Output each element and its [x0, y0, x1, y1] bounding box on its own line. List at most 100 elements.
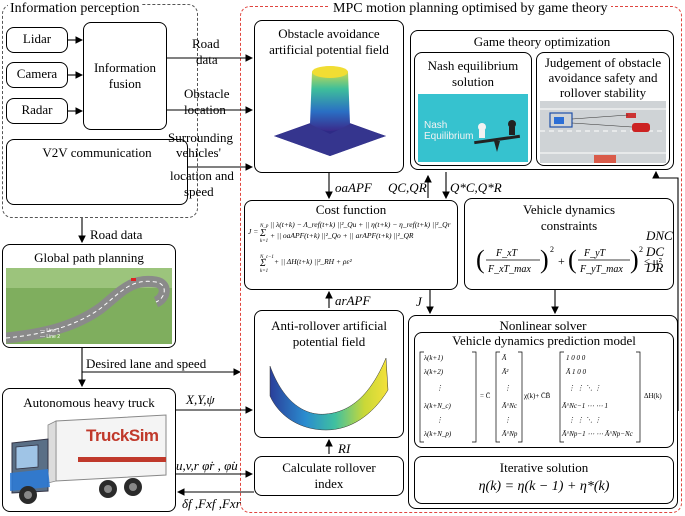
svg-text:— Line 1: — Line 1: [40, 328, 60, 334]
svg-text:— Line 2: — Line 2: [40, 334, 60, 340]
edge-delta-forces: δf ,Fxf ,Fxr: [182, 496, 241, 511]
edge-road-data-line1: Road: [192, 36, 220, 51]
nash-equilibrium-line1: Nash equilibrium: [427, 58, 519, 73]
edge-x-y-psi: X,Y,ψ: [186, 392, 215, 407]
cost-function-box: [244, 200, 458, 290]
svg-text:k=1: k=1: [260, 239, 268, 244]
anti-rollover-apf-line2: potential field: [292, 334, 366, 349]
radar-label: Radar: [21, 102, 53, 117]
svg-text:≤ μ²: ≤ μ²: [644, 256, 663, 268]
svg-text:+ || oaAPF(t+k) ||²_Qo + || a: + || oaAPF(t+k) ||²_Qo + || arAPF(t+k) |…: [270, 231, 414, 240]
svg-text:λ(k+N_c): λ(k+N_c): [423, 402, 451, 410]
svg-text:(: (: [476, 245, 485, 274]
anti-rollover-apf-line1: Anti-rollover artificial: [271, 318, 387, 333]
edge-arapf: arAPF: [335, 293, 371, 308]
svg-text:): ): [540, 245, 549, 274]
lidar-box: [6, 27, 68, 53]
svg-text:ΔH(k): ΔH(k): [644, 392, 662, 400]
svg-text:⋮: ⋮: [504, 416, 511, 424]
svg-text:Ā 1 0 0: Ā 1 0 0: [565, 368, 587, 376]
iterative-solution-box: [414, 456, 674, 504]
edge-j: J: [416, 294, 422, 309]
vehicle-dynamics-constraints-line1: Vehicle dynamics: [522, 202, 616, 217]
edge-qc-qr: QC,QR: [388, 180, 427, 195]
information-fusion-line2: fusion: [108, 76, 142, 91]
svg-text:(: (: [568, 245, 577, 274]
information-perception-title: Information perception: [8, 1, 142, 16]
svg-text:= C̄: = C̄: [480, 392, 491, 400]
svg-text:⋮ ⋮ ⋱ ⋮: ⋮ ⋮ ⋱ ⋮: [568, 384, 601, 392]
svg-text:F_yT_max: F_yT_max: [579, 264, 623, 275]
obstacle-potential-field-plot: [274, 66, 386, 156]
obstacle-avoidance-apf-line2: artificial potential field: [269, 42, 389, 57]
calculate-rollover-index-box: [254, 456, 404, 496]
edge-qstar: Q*C,Q*R: [450, 180, 502, 195]
edge-ri: RI: [338, 441, 351, 456]
autonomous-heavy-truck-title: Autonomous heavy truck: [23, 395, 155, 410]
svg-text:Ā^Nc: Ā^Nc: [501, 402, 518, 410]
svg-text:Ā²: Ā²: [501, 368, 509, 376]
svg-text:+ || ΔH(t+k) ||²_RH + ρε: + || ΔH(t+k) ||²_RH + ρε²: [274, 257, 352, 266]
vehicle-dynamics-prediction-model-title: Vehicle dynamics prediction model: [452, 333, 636, 348]
information-fusion-line1: Information: [93, 60, 157, 75]
svg-text:k=1: k=1: [260, 269, 268, 274]
edge-oaapf: oaAPF: [335, 180, 372, 195]
svg-text:+: +: [558, 254, 565, 268]
edge-road-data-2: Road data: [90, 227, 143, 242]
svg-text:⋮: ⋮: [436, 416, 443, 424]
cost-function-title: Cost function: [315, 202, 387, 217]
svg-text:Ā: Ā: [501, 354, 507, 362]
svg-text:λ(k+2): λ(k+2): [423, 368, 444, 376]
edge-surrounding-line4: speed: [184, 184, 214, 199]
svg-text:χ(k)+ C̄B̄: χ(k)+ C̄B̄: [524, 392, 551, 400]
svg-text:|| λ(t+k) − Λ_ref(t+k) ||²_Qu: || λ(t+k) − Λ_ref(t+k) ||²_Qu + || η(t+k…: [270, 220, 451, 229]
edge-dc: DC: [646, 244, 665, 259]
edge-obstacle-location-line1: Obstacle: [184, 86, 230, 101]
information-fusion-box: [83, 22, 167, 130]
svg-text:2: 2: [550, 245, 554, 254]
edge-obstacle-location-line2: location: [184, 102, 226, 117]
lidar-label: Lidar: [22, 31, 52, 46]
trucksim-truck-image: [10, 414, 167, 504]
friction-constraint-equation: ( F_xT F_xT_max ) 2 + ( F_yT F_yT_max ) …: [476, 245, 663, 275]
edge-surrounding-line1: Surrounding: [168, 130, 233, 145]
edge-surrounding-line3: location and: [170, 168, 234, 183]
vehicle-dynamics-constraints-box: [464, 198, 674, 290]
svg-text:F_yT: F_yT: [583, 248, 607, 259]
judgement-line1: Judgement of obstacle: [544, 55, 662, 70]
svg-text:Σ: Σ: [259, 258, 266, 269]
svg-text:): ): [630, 245, 639, 274]
road-map-image: — Line 1 — Line 2: [6, 268, 172, 344]
edge-dnc: DNC: [646, 228, 673, 243]
edge-u-v-r: u,v,r φ̇r , φ̇u: [176, 458, 238, 473]
calculate-rollover-index-line1: Calculate rollover: [282, 460, 376, 475]
svg-text:F_xT: F_xT: [495, 248, 519, 259]
nash-image-caption-line2: Equilibrium: [424, 131, 474, 142]
svg-text:F_xT_max: F_xT_max: [487, 264, 531, 275]
vehicle-dynamics-prediction-model-box: [414, 332, 674, 448]
judgement-line2: avoidance safety and: [548, 70, 658, 85]
edge-road-data-line2: data: [196, 52, 218, 67]
svg-text:λ(k+1): λ(k+1): [423, 354, 444, 362]
camera-box: [6, 62, 68, 88]
iterative-solution-title: Iterative solution: [499, 460, 589, 475]
svg-text:⋮: ⋮: [436, 384, 443, 392]
obstacle-avoidance-apf-line1: Obstacle avoidance: [278, 26, 380, 41]
cost-function-equation: J = N_p Σ k=1 || λ(t+k) − Λ_ref(t+k) ||²…: [248, 220, 451, 274]
nash-equilibrium-line2: solution: [452, 74, 494, 89]
edge-dr: DR: [646, 260, 664, 275]
svg-text:Σ: Σ: [259, 228, 266, 239]
svg-text:λ(k+N_p): λ(k+N_p): [423, 430, 452, 438]
svg-text:⋮ ⋮ ⋱ ⋮: ⋮ ⋮ ⋱ ⋮: [568, 416, 601, 424]
edge-desired-lane-speed: Desired lane and speed: [86, 356, 207, 371]
road-scenario-image: [540, 101, 666, 163]
v2v-communication-label: V2V communication: [42, 145, 152, 160]
camera-label: Camera: [16, 66, 58, 81]
calculate-rollover-index-line2: index: [314, 476, 344, 491]
rollover-potential-field-plot: [269, 357, 389, 431]
svg-text:Ā^Np: Ā^Np: [501, 430, 518, 438]
mpc-title: MPC motion planning optimised by game th…: [330, 1, 611, 16]
svg-text:Ā^Np−1 ⋯ ⋯ Ā^Np−Nc: Ā^Np−1 ⋯ ⋯ Ā^Np−Nc: [561, 430, 634, 438]
svg-text:J =: J =: [248, 227, 258, 236]
